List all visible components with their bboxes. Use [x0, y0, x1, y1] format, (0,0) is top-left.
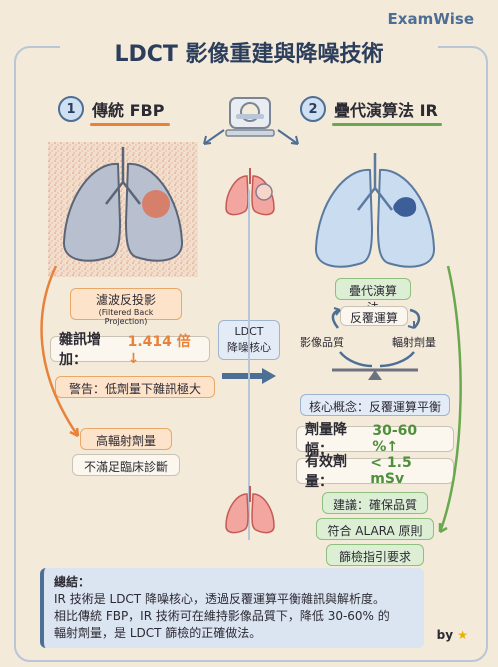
summary-box: 總結： IR 技術是 LDCT 降噪核心，透過反覆運算平衡雜訊與解析度。 相比傳… — [40, 568, 424, 648]
right-section-title: 疊代演算法 IR — [334, 101, 438, 120]
left-section-title: 傳統 FBP — [92, 101, 165, 120]
iteration-cycle-icon — [331, 307, 421, 380]
small-lungs-icon-top — [225, 168, 275, 216]
effective-dose-label: 有效劑量： — [305, 454, 347, 490]
center-right-arrow-icon — [222, 368, 276, 384]
ir-algorithm-box: 疊代演算法 — [335, 278, 411, 315]
loop-image-quality: 影像品質 — [300, 336, 344, 349]
right-green-flow-arrow — [438, 265, 462, 534]
dose-reduction-value: 30-60 %↑ — [372, 423, 418, 455]
left-section-header: 1 傳統 FBP — [58, 96, 164, 122]
high-dose-box: 高輻射劑量 — [80, 428, 172, 450]
noise-increase-box: 雜訊增加： 1.414 倍↓ — [50, 332, 210, 368]
ct-scanner-icon — [225, 97, 275, 137]
title-banner: LDCT 影像重建與降噪技術 — [60, 38, 438, 72]
summary-line-1: IR 技術是 LDCT 降噪核心，透過反覆運算平衡雜訊與解析度。 — [54, 592, 385, 606]
loop-iteration-box: 反覆運算 — [340, 306, 408, 326]
right-section-number: 2 — [300, 96, 326, 122]
core-concept-box: 核心概念：反覆運算平衡 — [300, 394, 450, 416]
fbp-method-label: 濾波反投影 — [95, 293, 156, 307]
dose-reduction-box: 劑量降幅： 30-60 %↑ — [296, 422, 454, 458]
left-section-number: 1 — [58, 96, 84, 122]
dose-reduction-label: 劑量降幅： — [305, 422, 347, 458]
fbp-method-box: 濾波反投影 (Filtered Back Projection) — [70, 288, 182, 326]
fbp-method-english: (Filtered Back Projection) — [98, 308, 154, 326]
scanner-split-arrows — [203, 129, 299, 145]
center-divider — [248, 190, 250, 540]
clean-lungs-image — [314, 153, 436, 268]
alara-principle-box: 符合 ALARA 原則 — [316, 518, 434, 540]
noisy-lungs-image — [48, 142, 198, 277]
summary-heading: 總結： — [54, 575, 91, 589]
right-section-header: 2 疊代演算法 IR — [300, 96, 438, 122]
byline-text: by — [436, 628, 454, 642]
recommendation-quality-box: 建議：確保品質 — [322, 492, 428, 514]
summary-line-3: 輻射劑量，是 LDCT 篩檢的正確做法。 — [54, 626, 262, 640]
effective-dose-value: < 1.5 mSv — [370, 455, 412, 487]
byline: by ★ — [437, 628, 468, 642]
effective-dose-box: 有效劑量： < 1.5 mSv — [296, 454, 454, 490]
warning-box: 警告：低劑量下雜訊極大 — [55, 376, 215, 398]
small-lungs-icon-bottom — [225, 486, 275, 534]
noise-increase-label: 雜訊增加： — [59, 332, 101, 368]
not-diagnostic-box: 不滿足臨床診斷 — [72, 454, 180, 476]
page-title: LDCT 影像重建與降噪技術 — [114, 42, 384, 67]
brand-logo: ExamWise — [387, 10, 474, 28]
noise-increase-value: 1.414 倍↓ — [127, 334, 191, 367]
left-heading-underline — [90, 123, 170, 126]
left-orange-flow-arrow — [40, 265, 80, 438]
screening-guideline-box: 篩檢指引要求 — [326, 544, 424, 566]
loop-radiation-dose: 輻射劑量 — [392, 336, 436, 349]
banana-logo-icon: ★ — [457, 628, 468, 642]
right-heading-underline — [332, 123, 442, 126]
summary-line-2: 相比傳統 FBP，IR 技術可在維持影像品質下，降低 30-60% 的 — [54, 609, 390, 623]
